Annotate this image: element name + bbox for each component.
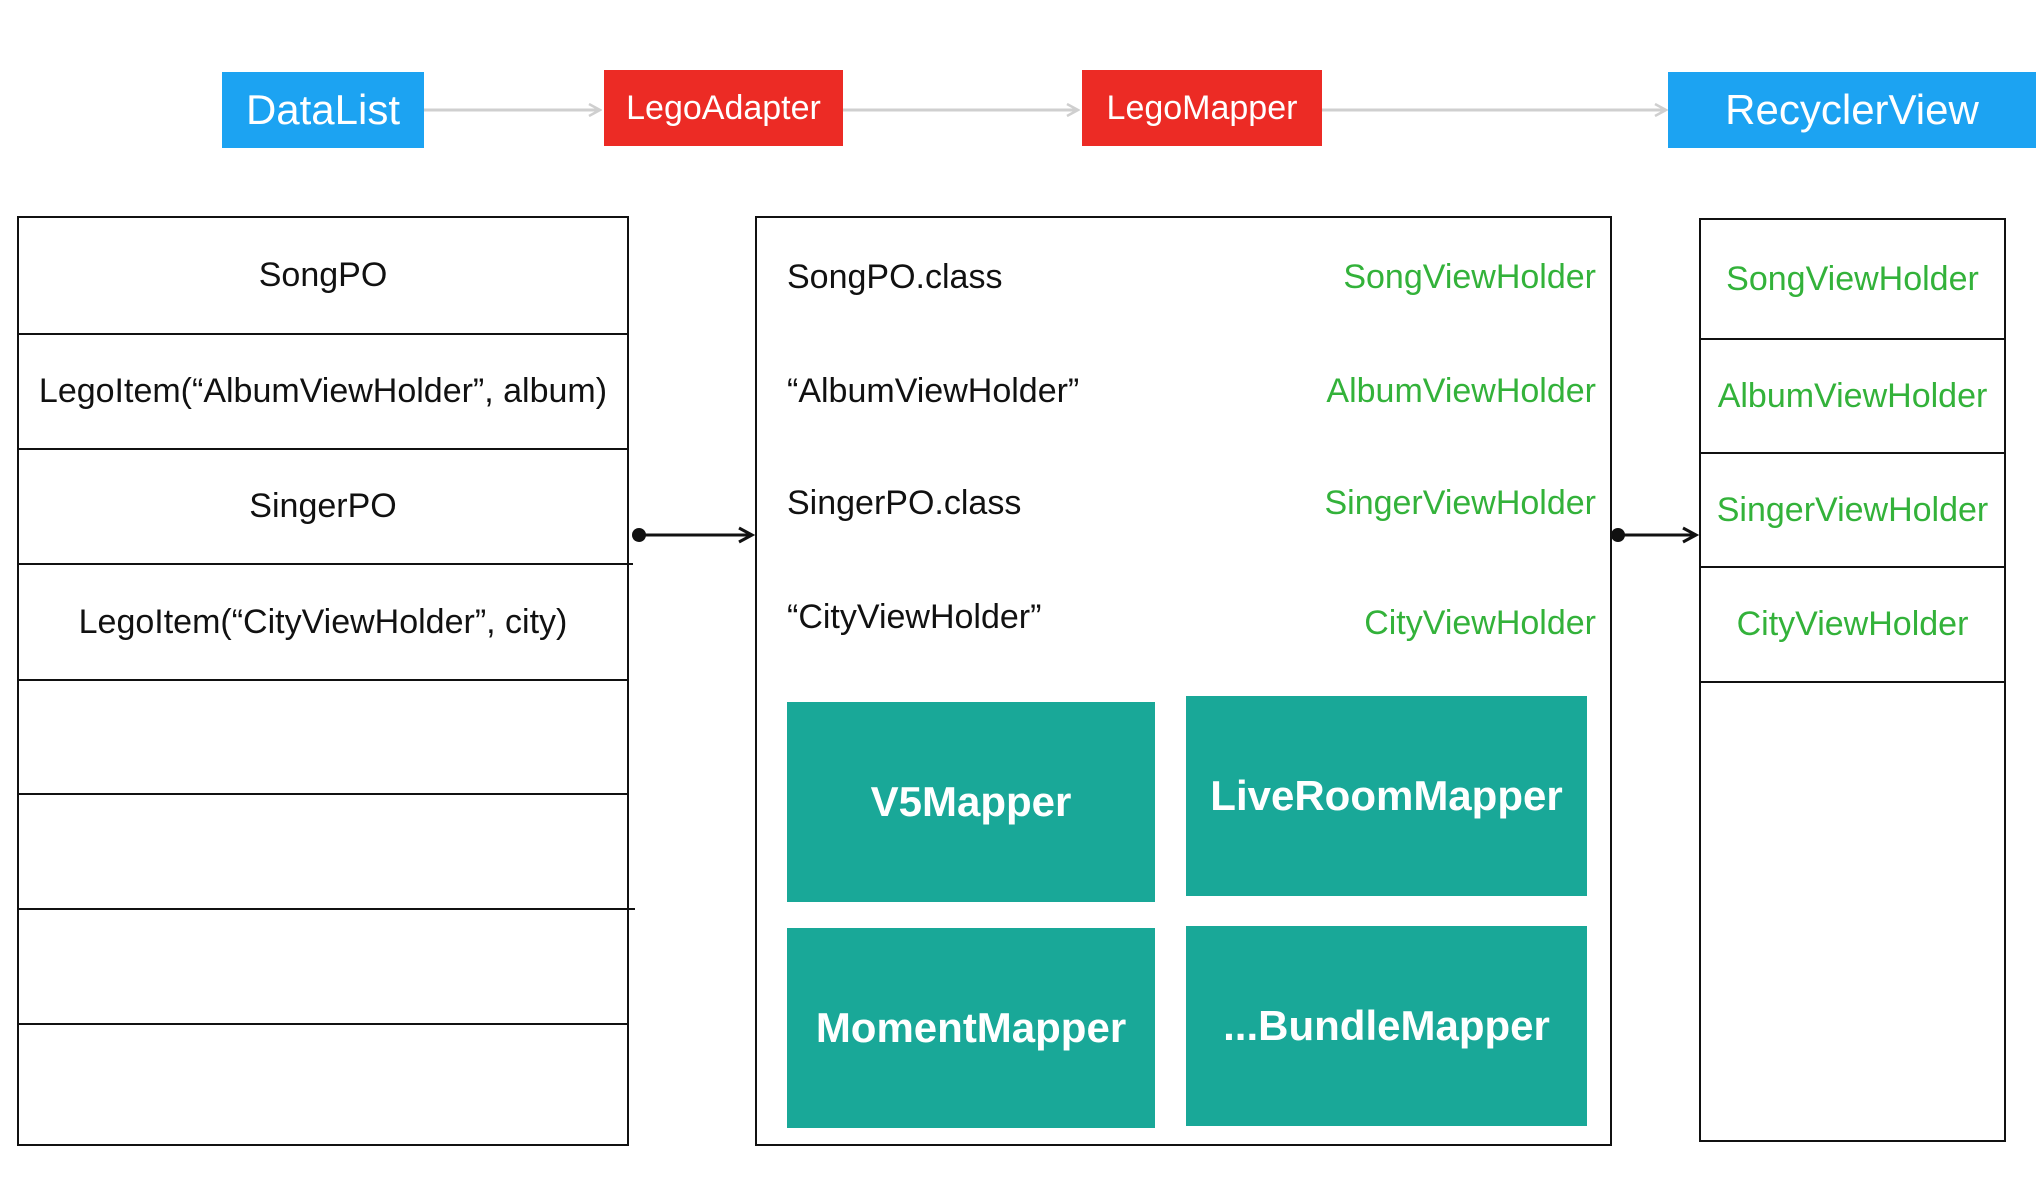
cell-divider	[1701, 338, 2004, 340]
row-divider	[19, 1023, 627, 1025]
recycler-cell: SingerViewHolder	[1716, 490, 1989, 529]
cell-divider	[1701, 452, 2004, 454]
row-divider	[19, 679, 627, 681]
row-divider	[19, 793, 627, 795]
recycler-cell: AlbumViewHolder	[1717, 376, 1988, 415]
mapper-key: SongPO.class	[787, 258, 1003, 296]
data-list-row	[19, 910, 627, 1023]
data-list-row	[19, 681, 627, 793]
header-lego-adapter: LegoAdapter	[604, 70, 843, 146]
header-lego-adapter-label: LegoAdapter	[626, 88, 821, 127]
header-lego-mapper-label: LegoMapper	[1106, 88, 1298, 127]
row-divider	[19, 448, 627, 450]
sub-mapper-bundle: ...BundleMapper	[1186, 926, 1587, 1126]
row-divider	[19, 563, 633, 565]
mapper-value: CityViewHolder	[1364, 604, 1596, 642]
mapper-value: SongViewHolder	[1343, 258, 1596, 296]
data-list-row	[19, 795, 627, 908]
row-divider	[19, 333, 627, 335]
data-list-row: SongPO	[258, 256, 388, 294]
header-datalist-label: DataList	[245, 86, 401, 133]
recycler-cell: SongViewHolder	[1726, 259, 1979, 298]
data-list-row: LegoItem(“AlbumViewHolder”, album)	[38, 372, 608, 410]
row-divider	[19, 908, 635, 910]
data-list-row	[19, 1025, 627, 1144]
mapper-key: SingerPO.class	[787, 484, 1022, 522]
cell-divider	[1701, 566, 2004, 568]
sub-mapper-v5: V5Mapper	[787, 702, 1155, 902]
lego-mapper-panel: SongPO.class SongViewHolder “AlbumViewHo…	[755, 216, 1612, 1146]
header-recycler-view-label: RecyclerView	[1725, 86, 1979, 133]
mapper-value: SingerViewHolder	[1324, 484, 1596, 522]
sub-mapper-live-room: LiveRoomMapper	[1186, 696, 1587, 896]
mapper-key: “AlbumViewHolder”	[787, 372, 1080, 410]
cell-divider	[1701, 681, 2004, 683]
header-datalist: DataList	[222, 72, 424, 148]
mapper-key: “CityViewHolder”	[787, 598, 1042, 636]
data-list-panel: SongPO LegoItem(“AlbumViewHolder”, album…	[17, 216, 635, 1146]
sub-mapper-moment: MomentMapper	[787, 928, 1155, 1128]
header-recycler-view: RecyclerView	[1668, 72, 2036, 148]
recycler-cell: CityViewHolder	[1736, 605, 1969, 643]
recycler-view-panel: SongViewHolder AlbumViewHolder SingerVie…	[1699, 218, 2006, 1142]
data-list-row: SingerPO	[249, 487, 397, 525]
data-list-row: LegoItem(“CityViewHolder”, city)	[78, 602, 568, 641]
header-lego-mapper: LegoMapper	[1082, 70, 1322, 146]
mapper-value: AlbumViewHolder	[1326, 372, 1596, 410]
